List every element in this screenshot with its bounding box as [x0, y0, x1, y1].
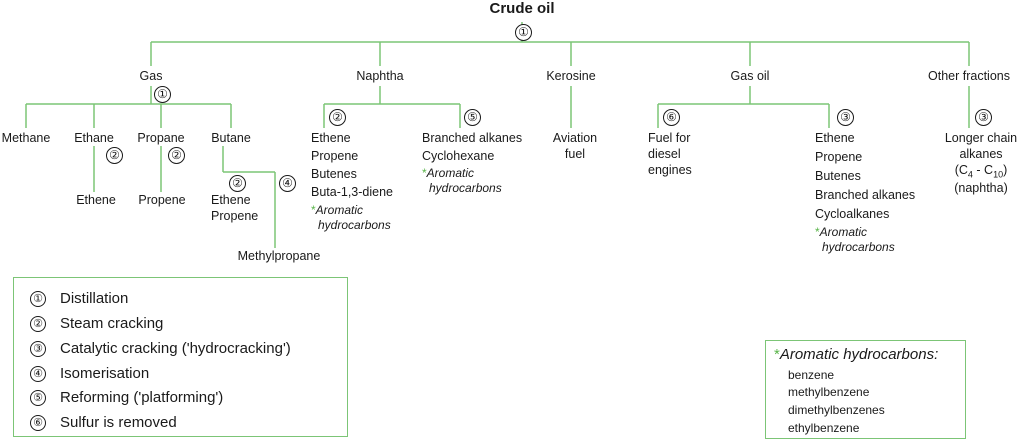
naphtha-steam-3: Butenes — [311, 167, 357, 181]
aromatic-box-title: *Aromatic hydrocarbons: — [774, 346, 938, 363]
other-product-line1: Longer chain — [944, 131, 1018, 145]
aromatic-item-benzene: benzene — [788, 368, 835, 382]
butane-product-propene: Propene — [211, 209, 259, 223]
legend-number: ⑥ — [30, 415, 46, 431]
product-butane: Butane — [211, 131, 251, 145]
legend-item-sulfur-removed: ⑥ Sulfur is removed — [30, 413, 177, 433]
legend-label: Distillation — [60, 290, 129, 307]
process-1-marker: ① — [154, 86, 171, 103]
product-ethane: Ethane — [74, 131, 114, 145]
kerosine-product-line2: fuel — [564, 147, 586, 161]
product-propene: Propene — [138, 193, 186, 207]
aromatic-item-ethylbenzene: ethylbenzene — [788, 421, 860, 435]
carbon-sub-4: 4 — [967, 169, 973, 180]
fraction-kerosine: Kerosine — [546, 69, 596, 83]
aromatic-item-dimethylbenzenes: dimethylbenzenes — [788, 403, 885, 417]
legend-item-reforming: ⑤ Reforming ('platforming') — [30, 388, 223, 408]
fraction-gas-oil: Gas oil — [730, 69, 770, 83]
legend-label: Sulfur is removed — [60, 414, 177, 431]
carbon-sub-10: 10 — [993, 169, 1004, 180]
carbon-range-mid: - C — [972, 163, 994, 177]
other-product-line3: (C4 - C10) — [955, 162, 1008, 184]
aromatic-star: * — [815, 225, 820, 239]
process-2-marker: ② — [106, 147, 123, 164]
process-2-marker: ② — [329, 109, 346, 126]
legend-number: ② — [30, 316, 46, 332]
gas-oil-cracking-2: Propene — [815, 150, 863, 164]
legend-label: Catalytic cracking ('hydrocracking') — [60, 340, 291, 357]
naphtha-steam-4: Buta-1,3-diene — [311, 185, 394, 199]
product-methane: Methane — [1, 131, 51, 145]
legend-item-steam-cracking: ② Steam cracking — [30, 314, 163, 334]
process-3-marker: ③ — [837, 109, 854, 126]
gas-oil-cracking-5: Cycloalkanes — [815, 207, 890, 221]
fraction-gas: Gas — [139, 69, 163, 83]
gas-oil-aromatic-line1: *Aromatic — [815, 225, 867, 240]
product-ethene: Ethene — [76, 193, 116, 207]
aromatic-hydrocarbons-box: *Aromatic hydrocarbons: benzene methylbe… — [765, 340, 966, 439]
aromatic-text: Aromatic — [426, 166, 475, 180]
gas-oil-sulfur-2: diesel — [648, 147, 681, 161]
gas-oil-cracking-3: Butenes — [815, 169, 861, 183]
legend-label: Isomerisation — [60, 365, 150, 382]
process-4-marker: ④ — [279, 175, 296, 192]
naphtha-aromatic-line1: *Aromatic — [311, 203, 363, 218]
process-1-marker: ① — [515, 24, 532, 41]
gas-oil-aromatic-line2: hydrocarbons — [822, 240, 895, 254]
naphtha-steam-1: Ethene — [311, 131, 351, 145]
process-2-marker: ② — [229, 175, 246, 192]
fraction-naphtha: Naphtha — [356, 69, 404, 83]
carbon-range-prefix: (C — [954, 163, 968, 177]
legend-item-isomerisation: ④ Isomerisation — [30, 364, 149, 384]
legend-item-catalytic-cracking: ③ Catalytic cracking ('hydrocracking') — [30, 339, 291, 359]
naphtha-aromatic-line2: hydrocarbons — [318, 218, 391, 232]
legend-number: ⑤ — [30, 390, 46, 406]
legend-number: ④ — [30, 366, 46, 382]
reform-aromatic-line1: *Aromatic — [422, 166, 474, 181]
gas-oil-cracking-4: Branched alkanes — [815, 188, 916, 202]
aromatic-star: * — [311, 203, 316, 217]
gas-oil-cracking-1: Ethene — [815, 131, 855, 145]
naphtha-reform-1: Branched alkanes — [422, 131, 523, 145]
process-5-marker: ⑤ — [464, 109, 481, 126]
naphtha-reform-2: Cyclohexane — [422, 149, 495, 163]
gas-oil-sulfur-1: Fuel for — [648, 131, 691, 145]
process-legend: ① Distillation ② Steam cracking ③ Catalytic… — [13, 277, 348, 437]
legend-label: Reforming ('platforming') — [60, 389, 224, 406]
product-propane: Propane — [137, 131, 185, 145]
legend-number: ③ — [30, 341, 46, 357]
naphtha-steam-2: Propene — [311, 149, 359, 163]
carbon-range-suffix: ) — [1003, 163, 1008, 177]
process-3-marker: ③ — [975, 109, 992, 126]
legend-number: ① — [30, 291, 46, 307]
process-2-marker: ② — [168, 147, 185, 164]
other-product-line2: alkanes — [959, 147, 1003, 161]
aromatic-item-methylbenzene: methylbenzene — [788, 385, 870, 399]
other-product-line4: (naphtha) — [954, 181, 1008, 195]
legend-label: Steam cracking — [60, 315, 164, 332]
fraction-other: Other fractions — [928, 69, 1010, 83]
legend-item-distillation: ① Distillation — [30, 289, 128, 309]
aromatic-box-title-text: Aromatic hydrocarbons: — [779, 346, 939, 363]
aromatic-text: Aromatic — [819, 225, 868, 239]
aromatic-star: * — [422, 166, 427, 180]
reform-aromatic-line2: hydrocarbons — [429, 181, 502, 195]
gas-oil-sulfur-3: engines — [648, 163, 692, 177]
kerosine-product-line1: Aviation — [552, 131, 598, 145]
butane-product-ethene: Ethene — [211, 193, 251, 207]
aromatic-star: * — [774, 346, 780, 363]
aromatic-text: Aromatic — [315, 203, 364, 217]
product-methylpropane: Methylpropane — [237, 249, 321, 263]
process-6-marker: ⑥ — [663, 109, 680, 126]
diagram-title: Crude oil — [489, 0, 555, 17]
